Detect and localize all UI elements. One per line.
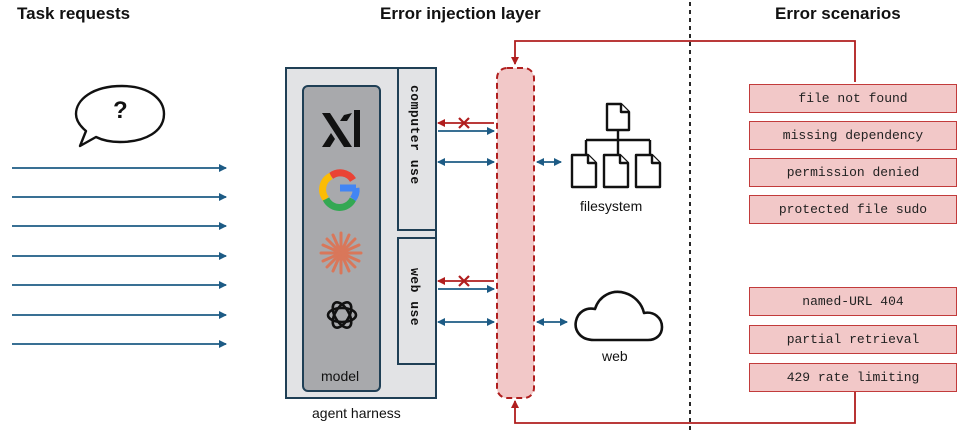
xai-logo-icon <box>322 110 360 147</box>
error-scenario-protected-file-sudo: protected file sudo <box>749 195 957 224</box>
header-error-injection: Error injection layer <box>380 4 541 23</box>
computer-use-label: computer use <box>407 85 422 185</box>
tool-call-arrows <box>437 127 495 326</box>
google-logo-icon <box>319 169 360 211</box>
computer-use-box <box>397 67 437 231</box>
error-scenario-named-url-404: named-URL 404 <box>749 287 957 316</box>
anthropic-logo-icon <box>319 231 363 275</box>
header-error-scenarios: Error scenarios <box>775 4 901 23</box>
error-scenario-missing-dependency: missing dependency <box>749 121 957 150</box>
web-label: web <box>602 348 628 364</box>
error-scenario-file-not-found: file not found <box>749 84 957 113</box>
error-feedback-top <box>511 40 856 82</box>
web-use-box <box>397 237 437 365</box>
model-label: model <box>321 368 360 384</box>
blocked-arrows <box>437 119 494 285</box>
task-request-arrows <box>12 164 227 348</box>
error-feedback-bottom <box>511 392 856 424</box>
error-scenario-rate-limiting: 429 rate limiting <box>749 363 957 392</box>
resource-arrows <box>536 158 568 326</box>
error-scenario-permission-denied: permission denied <box>749 158 957 187</box>
header-task-requests: Task requests <box>17 4 131 23</box>
question-mark: ? <box>113 97 128 124</box>
filesystem-label: filesystem <box>580 198 643 214</box>
web-use-label: web use <box>407 268 422 327</box>
agent-harness-label: agent harness <box>312 405 401 421</box>
error-injection-bar <box>496 67 535 399</box>
cloud-icon <box>574 290 664 342</box>
question-bubble-icon <box>74 84 166 148</box>
filesystem-icon <box>570 102 662 189</box>
openai-logo-icon <box>326 301 358 329</box>
error-scenario-partial-retrieval: partial retrieval <box>749 325 957 354</box>
blocked-x-icon <box>458 117 470 287</box>
